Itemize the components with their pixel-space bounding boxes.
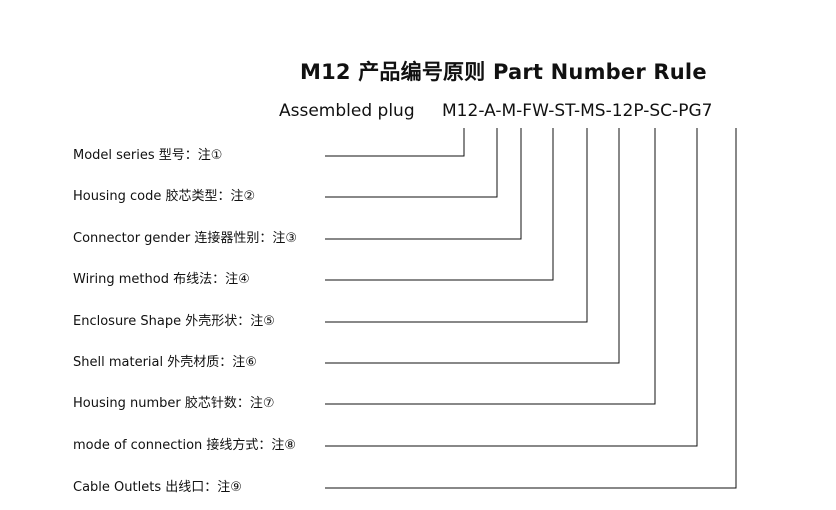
field-label: Wiring method 布线法：注④ <box>73 272 250 287</box>
leader-line <box>325 128 522 240</box>
code-separator: - <box>643 101 650 121</box>
leader-line <box>325 128 737 489</box>
field-label: Model series 型号：注① <box>73 148 223 163</box>
field-label: Housing code 胶芯类型：注② <box>73 189 256 204</box>
code-separator: - <box>548 101 555 121</box>
leader-line <box>325 128 620 364</box>
field-label: Connector gender 连接器性别：注③ <box>73 231 298 246</box>
field-label: Shell material 外壳材质：注⑥ <box>73 355 257 370</box>
leader-line <box>325 128 498 198</box>
code-separator: - <box>516 101 523 121</box>
code-segment: A <box>484 101 496 121</box>
code-segment: 12P <box>611 101 644 121</box>
code-segment: PG7 <box>678 101 713 121</box>
leader-line <box>325 128 465 157</box>
code-segment: SC <box>649 101 673 121</box>
code-segment: ST <box>554 101 574 121</box>
product-type: Assembled plug <box>279 101 415 121</box>
part-number-code: M12-A-M-FW-ST-MS-12P-SC-PG7 <box>442 101 712 121</box>
code-separator: - <box>495 101 502 121</box>
leader-line <box>325 128 554 281</box>
code-separator: - <box>672 101 679 121</box>
field-label: Cable Outlets 出线口：注⑨ <box>73 480 242 495</box>
code-separator: - <box>605 101 612 121</box>
leader-line <box>325 128 698 447</box>
field-label: Housing number 胶芯针数：注⑦ <box>73 396 275 411</box>
code-separator: - <box>478 101 485 121</box>
code-segment: MS <box>580 101 606 121</box>
page-title: M12 产品编号原则 Part Number Rule <box>300 60 707 84</box>
leader-line <box>325 128 656 405</box>
code-segment: FW <box>522 101 549 121</box>
leader-line <box>325 128 588 323</box>
code-segment: M <box>501 101 517 121</box>
code-segment: M12 <box>442 101 479 121</box>
code-separator: - <box>573 101 581 121</box>
field-label: Enclosure Shape 外壳形状：注⑤ <box>73 314 275 329</box>
field-label: mode of connection 接线方式：注⑧ <box>73 438 297 453</box>
